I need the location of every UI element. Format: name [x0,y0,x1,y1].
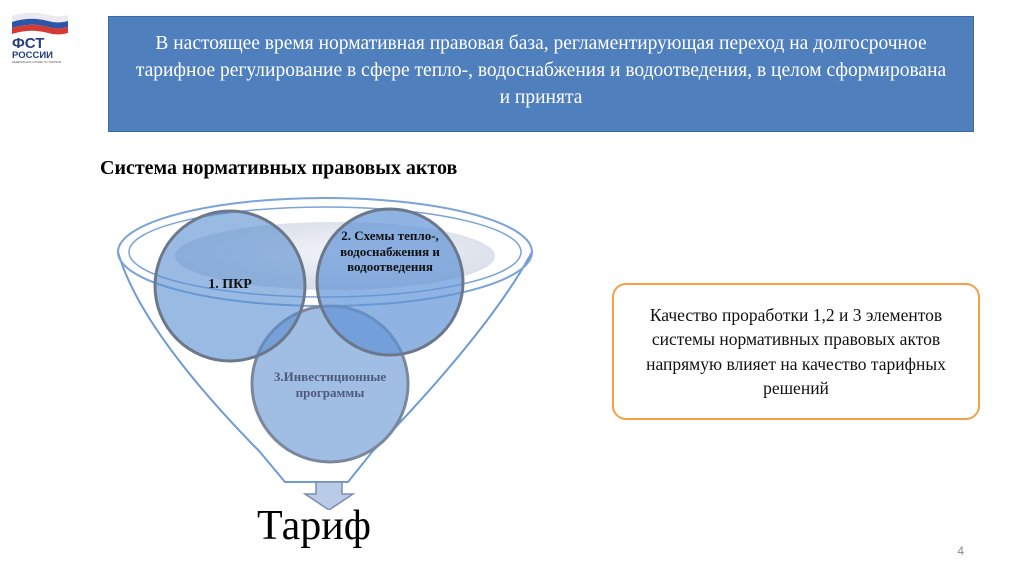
logo-caption: ФЕДЕРАЛЬНАЯ СЛУЖБА ПО ТАРИФАМ [12,60,61,64]
circle-investment-label: 3.Инвестиционные программы [273,369,387,400]
circle-schemes-label: 2. Схемы тепло-, водоснабжения и водоотв… [340,228,440,275]
funnel-body [117,251,533,483]
tariff-label: Тариф [257,503,371,549]
banner-text: В настоящее время нормативная правовая б… [135,33,947,108]
page-number: 4 [957,544,964,558]
note-text: Качество проработки 1,2 и 3 элементов си… [646,304,946,399]
note-box: Качество проработки 1,2 и 3 элементов си… [612,283,980,420]
logo-line2: РОССИИ [12,50,53,61]
circle-schemes [315,207,465,357]
fst-russia-logo: ФСТ РОССИИ ФЕДЕРАЛЬНАЯ СЛУЖБА ПО ТАРИФАМ [12,12,68,64]
logo-line1: ФСТ [12,35,44,52]
circle-pkr [153,209,307,363]
circle-pkr-label: 1. ПКР [208,277,252,292]
section-title: Система нормативных правовых актов [100,157,458,179]
down-arrow-icon [302,481,356,510]
funnel-diagram [117,197,533,510]
header-banner: В настоящее время нормативная правовая б… [108,16,974,132]
